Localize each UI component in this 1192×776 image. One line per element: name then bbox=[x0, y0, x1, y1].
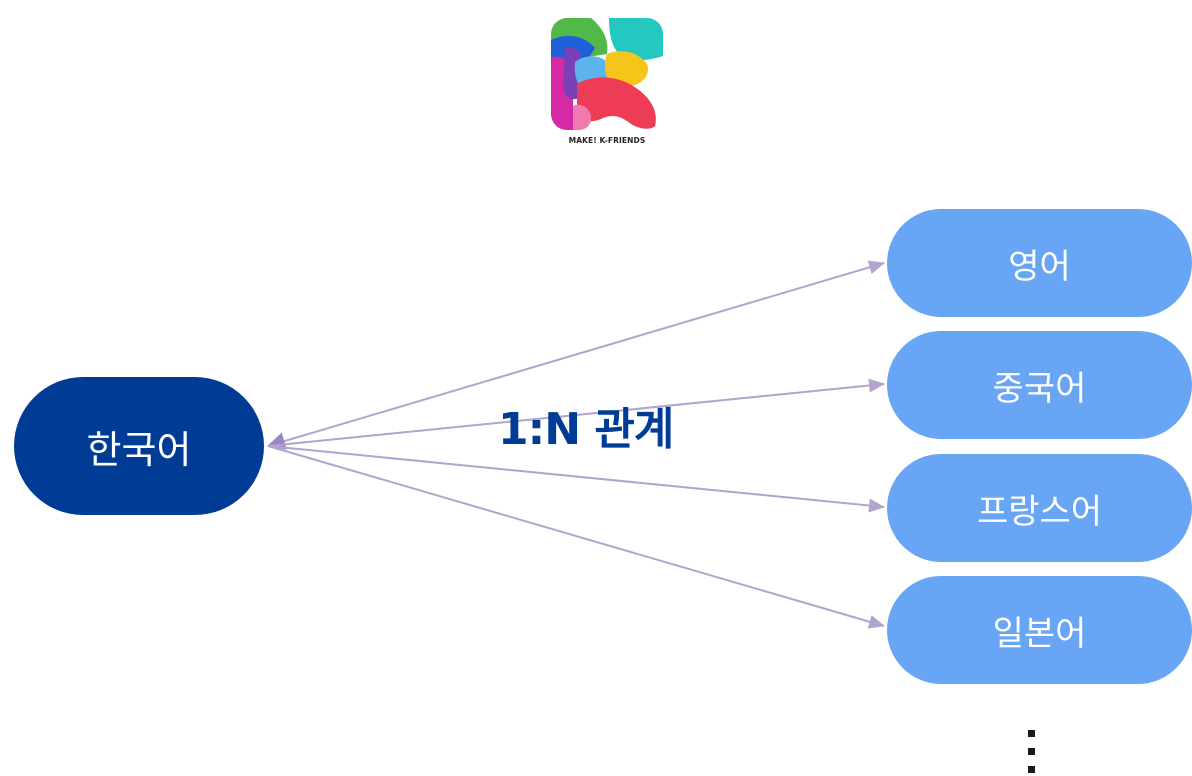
source-node-label: 한국어 bbox=[86, 427, 192, 472]
connector-line-chinese bbox=[267, 378, 885, 447]
relation-label: 1:N 관계 bbox=[498, 404, 674, 455]
vertical-ellipsis-icon bbox=[1028, 730, 1036, 776]
connector-line-japanese bbox=[267, 445, 885, 629]
target-node-french: 프랑스어 bbox=[887, 454, 1192, 562]
connector-line-english bbox=[267, 260, 885, 450]
target-node-label: 프랑스어 bbox=[976, 491, 1103, 532]
brand-logo: MAKE! K-FRIENDS bbox=[551, 18, 663, 150]
target-node-label: 중국어 bbox=[992, 368, 1087, 409]
target-node-label: 영어 bbox=[1008, 246, 1071, 287]
connector-line-french bbox=[267, 445, 885, 513]
k-logo-icon bbox=[551, 18, 663, 130]
target-node-japanese: 일본어 bbox=[887, 576, 1192, 684]
source-node-korean: 한국어 bbox=[14, 377, 264, 515]
target-node-english: 영어 bbox=[887, 209, 1192, 317]
target-node-chinese: 중국어 bbox=[887, 331, 1192, 439]
logo-caption: MAKE! K-FRIENDS bbox=[568, 136, 646, 145]
target-node-label: 일본어 bbox=[992, 613, 1087, 654]
